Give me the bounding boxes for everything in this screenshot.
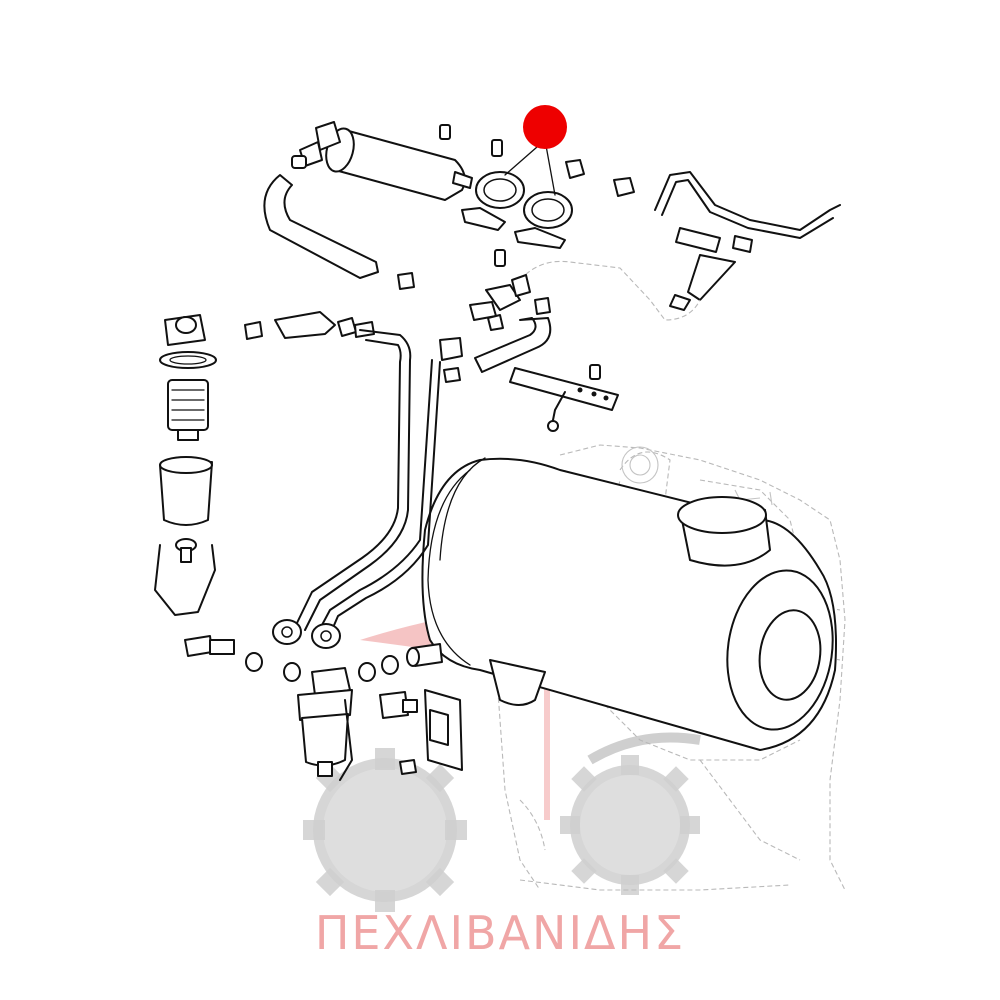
fuel-filter-exploded	[154, 314, 217, 616]
water-sensor-bracket	[379, 689, 463, 775]
fuel-lines	[272, 329, 441, 649]
fuel-pump	[291, 121, 473, 201]
left-gear-shape	[303, 748, 467, 912]
right-gear-shape	[560, 755, 700, 895]
banjo-bolts-washers	[184, 635, 443, 682]
routing-dashed-line	[519, 260, 701, 321]
bolts-top	[439, 124, 601, 380]
mounting-clamps	[461, 171, 573, 249]
center-fittings	[469, 274, 551, 331]
left-hose-set	[244, 311, 463, 383]
lower-fuel-filter	[297, 667, 353, 781]
hose-upper-left	[263, 174, 379, 279]
position-marker	[523, 105, 567, 149]
hose-center	[474, 317, 552, 373]
air-cleaner-housing	[421, 457, 837, 751]
mounting-bracket	[509, 367, 619, 432]
return-pipe-assembly	[654, 171, 841, 311]
hose-clips-top	[397, 159, 635, 290]
watermark-text: ΠΕΧΛΙΒΑΝΙΔΗΣ	[314, 906, 686, 960]
